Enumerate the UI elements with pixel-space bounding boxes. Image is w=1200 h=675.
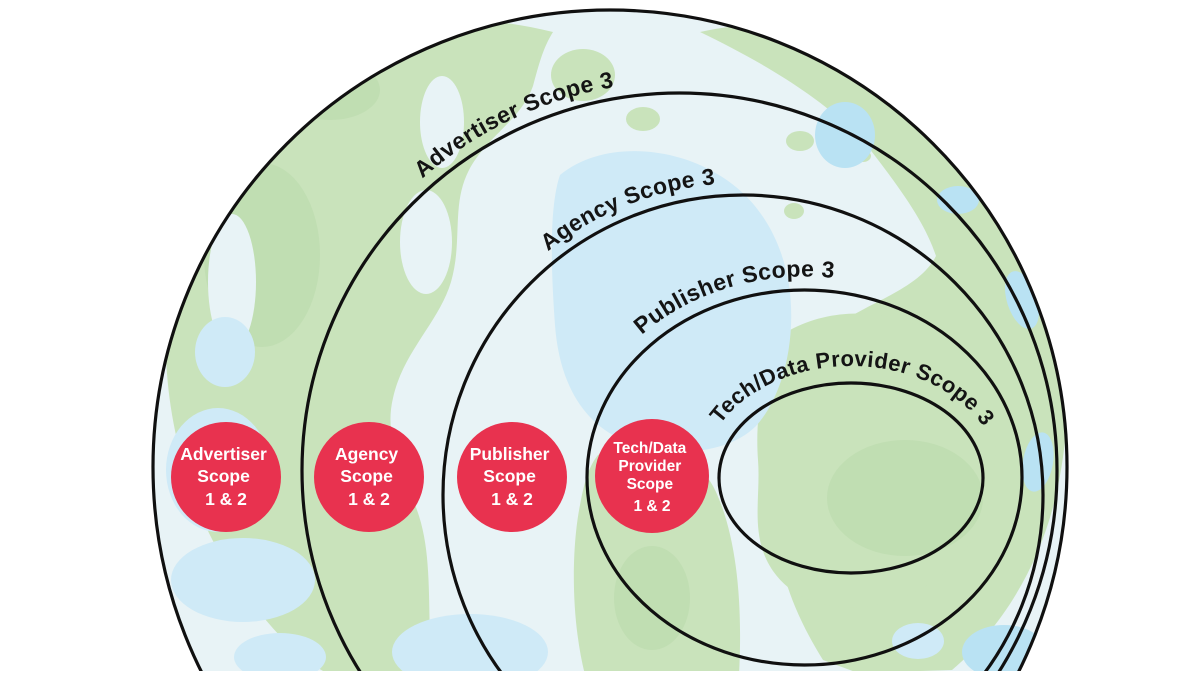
disc-tech-data-provider-scope-1-2: Tech/Data Provider Scope 1 & 2 bbox=[595, 419, 709, 533]
water-channel-blob bbox=[400, 190, 452, 294]
disc-agency-scope-1-2: Agency Scope 1 & 2 bbox=[314, 422, 424, 532]
lake-blob bbox=[1022, 432, 1054, 492]
ring-outline-agency-scope3 bbox=[300, 91, 1059, 675]
water-channel-blob bbox=[208, 214, 256, 350]
lake-blob bbox=[937, 186, 979, 214]
ring-outline-advertiser-scope3 bbox=[151, 8, 1069, 675]
island-blob bbox=[626, 107, 660, 131]
disc-label: Tech/Data Provider Scope 1 & 2 bbox=[613, 440, 690, 515]
disc-circle bbox=[595, 419, 709, 533]
land-shade-blob bbox=[827, 440, 983, 556]
disc-circle bbox=[314, 422, 424, 532]
island-blob bbox=[784, 203, 804, 219]
lake-blob bbox=[892, 623, 944, 659]
lake-blob bbox=[195, 317, 255, 387]
ring-outline-tech-data-provider-scope3 bbox=[585, 288, 1024, 667]
disc-circle bbox=[171, 422, 281, 532]
disc-circle bbox=[457, 422, 567, 532]
disc-label: Publisher Scope 1 & 2 bbox=[470, 444, 555, 509]
lake-blob bbox=[815, 102, 875, 168]
island-blob bbox=[786, 131, 814, 151]
disc-advertiser-scope-1-2: Advertiser Scope 1 & 2 bbox=[171, 422, 281, 532]
disc-label: Agency Scope 1 & 2 bbox=[335, 444, 403, 509]
water-channel-blob bbox=[420, 76, 464, 168]
bottom-margin bbox=[0, 671, 1200, 675]
ring-outline-publisher-scope3 bbox=[441, 193, 1045, 675]
ring-outline-innermost bbox=[717, 381, 985, 575]
land-shade-blob bbox=[614, 546, 690, 650]
island-blob bbox=[551, 49, 615, 101]
lake-blob bbox=[234, 633, 326, 675]
disc-label: Advertiser Scope 1 & 2 bbox=[180, 444, 271, 509]
lake-blob bbox=[171, 538, 315, 622]
disc-publisher-scope-1-2: Publisher Scope 1 & 2 bbox=[457, 422, 567, 532]
